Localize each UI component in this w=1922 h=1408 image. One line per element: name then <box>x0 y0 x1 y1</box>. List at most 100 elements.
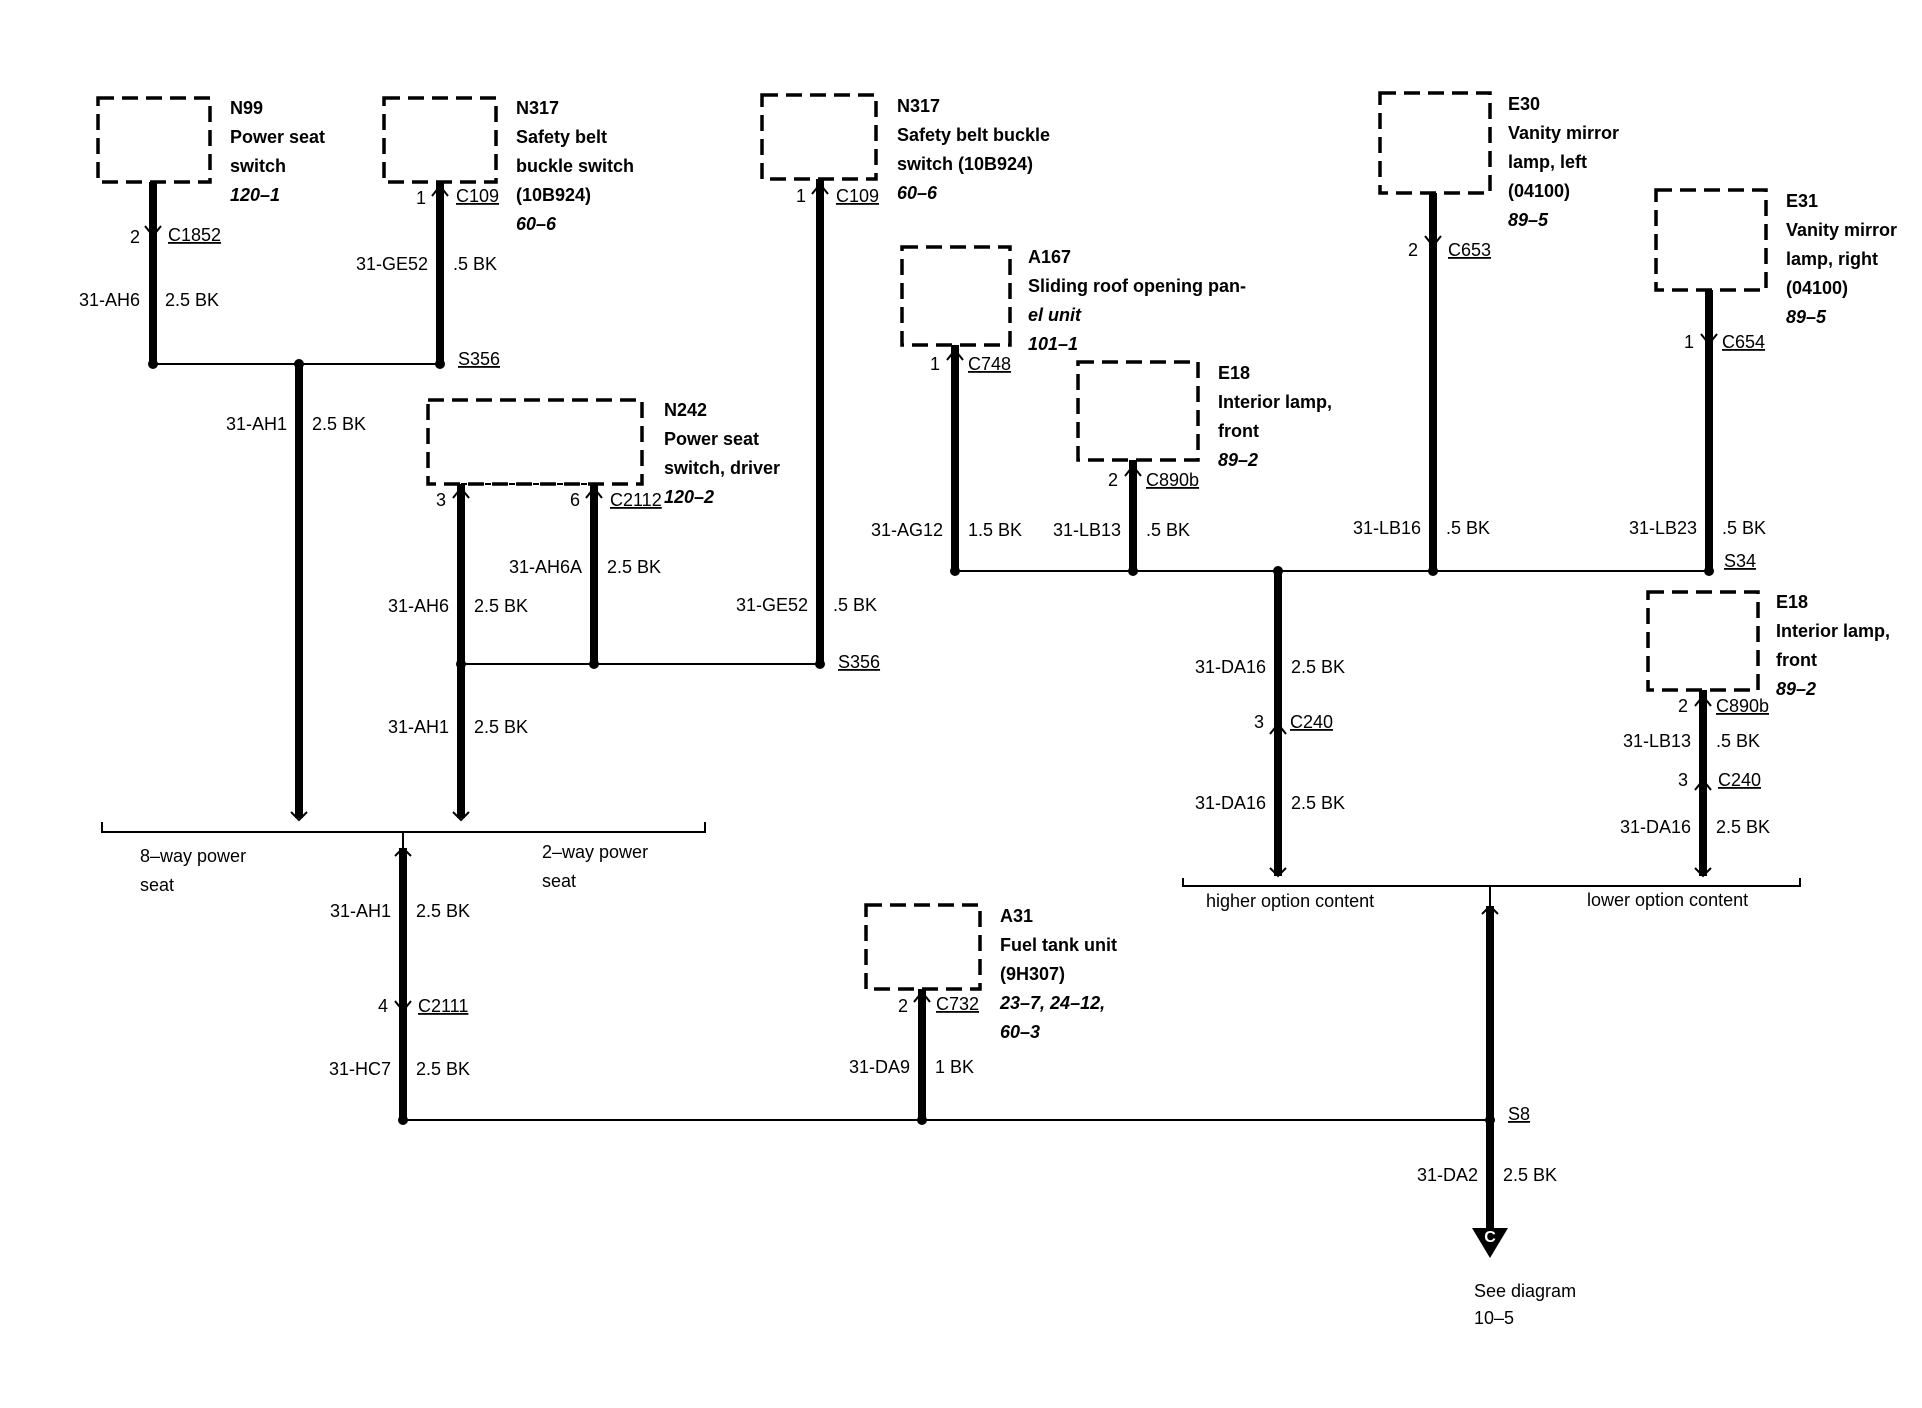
svg-text:lamp, left: lamp, left <box>1508 152 1587 172</box>
svg-text:E31: E31 <box>1786 191 1818 211</box>
svg-text:2: 2 <box>898 996 908 1016</box>
svg-text:1: 1 <box>930 354 940 374</box>
e31-box <box>1654 188 1768 292</box>
n99-label: N99 Power seat switch 120–1 <box>230 98 325 205</box>
svg-text:Safety belt buckle: Safety belt buckle <box>897 125 1050 145</box>
svg-text:60–6: 60–6 <box>516 214 557 234</box>
svg-text:Vanity mirror: Vanity mirror <box>1508 123 1619 143</box>
svg-text:31-AH6: 31-AH6 <box>79 290 140 310</box>
svg-text:.5 BK: .5 BK <box>1716 731 1760 751</box>
svg-text:N242: N242 <box>664 400 707 420</box>
svg-text:A31: A31 <box>1000 906 1033 926</box>
svg-text:seat: seat <box>140 875 174 895</box>
svg-text:C748: C748 <box>968 354 1011 374</box>
svg-text:N317: N317 <box>897 96 940 116</box>
svg-text:1: 1 <box>416 188 426 208</box>
svg-text:31-LB16: 31-LB16 <box>1353 518 1421 538</box>
option-labels: 8–way power seat 2–way power seat higher… <box>140 842 1748 911</box>
svg-text:C1852: C1852 <box>168 225 221 245</box>
svg-text:120–2: 120–2 <box>664 487 714 507</box>
n242-label: N242 Power seat switch, driver 120–2 <box>664 400 780 507</box>
offpage-arrow-icon <box>1472 1228 1508 1258</box>
svg-text:N317: N317 <box>516 98 559 118</box>
svg-text:Fuel tank unit: Fuel tank unit <box>1000 935 1117 955</box>
e18b-box <box>1646 590 1760 692</box>
svg-text:31-DA16: 31-DA16 <box>1195 657 1266 677</box>
svg-text:89–2: 89–2 <box>1218 450 1258 470</box>
svg-text:E18: E18 <box>1776 592 1808 612</box>
svg-text:el unit: el unit <box>1028 305 1082 325</box>
svg-text:31-LB13: 31-LB13 <box>1623 731 1691 751</box>
e30-box <box>1378 91 1492 195</box>
svg-text:3: 3 <box>436 490 446 510</box>
svg-text:E18: E18 <box>1218 363 1250 383</box>
svg-text:2: 2 <box>1408 240 1418 260</box>
svg-text:2.5 BK: 2.5 BK <box>1291 793 1345 813</box>
svg-text:2: 2 <box>130 227 140 247</box>
svg-text:2.5 BK: 2.5 BK <box>165 290 219 310</box>
svg-text:C890b: C890b <box>1146 470 1199 490</box>
n242-box <box>426 398 644 486</box>
svg-text:2.5 BK: 2.5 BK <box>474 717 528 737</box>
svg-text:Sliding roof opening pan-: Sliding roof opening pan- <box>1028 276 1246 296</box>
svg-text:C2112: C2112 <box>610 490 662 510</box>
svg-text:Interior lamp,: Interior lamp, <box>1218 392 1332 412</box>
svg-text:Vanity mirror: Vanity mirror <box>1786 220 1897 240</box>
svg-text:switch: switch <box>230 156 286 176</box>
svg-text:E30: E30 <box>1508 94 1540 114</box>
svg-text:60–3: 60–3 <box>1000 1022 1040 1042</box>
svg-text:31-DA2: 31-DA2 <box>1417 1165 1478 1185</box>
svg-text:C109: C109 <box>456 186 499 206</box>
svg-text:31-LB13: 31-LB13 <box>1053 520 1121 540</box>
svg-text:31-AH1: 31-AH1 <box>226 414 287 434</box>
svg-text:1: 1 <box>1684 332 1694 352</box>
svg-text:A167: A167 <box>1028 247 1071 267</box>
svg-text:6: 6 <box>570 490 580 510</box>
svg-text:1.5 BK: 1.5 BK <box>968 520 1022 540</box>
svg-text:Safety belt: Safety belt <box>516 127 607 147</box>
svg-text:31-DA16: 31-DA16 <box>1620 817 1691 837</box>
e18a-label: E18 Interior lamp, front 89–2 <box>1218 363 1332 470</box>
bracket-seat-options <box>101 822 706 833</box>
svg-text:2: 2 <box>1678 696 1688 716</box>
svg-text:31-LB23: 31-LB23 <box>1629 518 1697 538</box>
a31-box <box>864 903 982 991</box>
n317b-label: N317 Safety belt buckle switch (10B924) … <box>897 96 1050 203</box>
svg-text:120–1: 120–1 <box>230 185 280 205</box>
svg-text:31-GE52: 31-GE52 <box>736 595 808 615</box>
e18a-box <box>1076 360 1200 462</box>
svg-text:(04100): (04100) <box>1786 278 1848 298</box>
svg-text:switch, driver: switch, driver <box>664 458 780 478</box>
svg-text:4: 4 <box>378 996 388 1016</box>
a167-box <box>900 245 1012 347</box>
svg-text:Power seat: Power seat <box>664 429 759 449</box>
a167-label: A167 Sliding roof opening pan- el unit 1… <box>1028 247 1246 354</box>
svg-text:lower option content: lower option content <box>1587 890 1748 910</box>
svg-text:C109: C109 <box>836 186 879 206</box>
connector-marks <box>144 182 1718 1013</box>
svg-text:1 BK: 1 BK <box>935 1057 974 1077</box>
svg-text:front: front <box>1218 421 1259 441</box>
svg-text:.5 BK: .5 BK <box>1146 520 1190 540</box>
svg-text:Power seat: Power seat <box>230 127 325 147</box>
svg-text:C2111: C2111 <box>418 996 468 1016</box>
svg-text:60–6: 60–6 <box>897 183 938 203</box>
svg-text:31-AH1: 31-AH1 <box>388 717 449 737</box>
svg-text:10–5: 10–5 <box>1474 1308 1514 1328</box>
svg-text:2.5 BK: 2.5 BK <box>1291 657 1345 677</box>
svg-text:2.5 BK: 2.5 BK <box>416 1059 470 1079</box>
svg-text:seat: seat <box>542 871 576 891</box>
svg-text:89–5: 89–5 <box>1508 210 1549 230</box>
svg-text:101–1: 101–1 <box>1028 334 1078 354</box>
svg-text:31-GE52: 31-GE52 <box>356 254 428 274</box>
svg-text:S8: S8 <box>1508 1104 1530 1124</box>
svg-text:2.5 BK: 2.5 BK <box>474 596 528 616</box>
svg-text:31-AH6A: 31-AH6A <box>509 557 582 577</box>
svg-text:switch (10B924): switch (10B924) <box>897 154 1033 174</box>
svg-text:(9H307): (9H307) <box>1000 964 1065 984</box>
svg-text:2.5 BK: 2.5 BK <box>312 414 366 434</box>
svg-text:S356: S356 <box>838 652 880 672</box>
svg-text:2.5 BK: 2.5 BK <box>1716 817 1770 837</box>
connector-labels: 2 C1852 1 C109 1 C109 3 6 C2112 1 C748 2… <box>130 186 1769 1016</box>
